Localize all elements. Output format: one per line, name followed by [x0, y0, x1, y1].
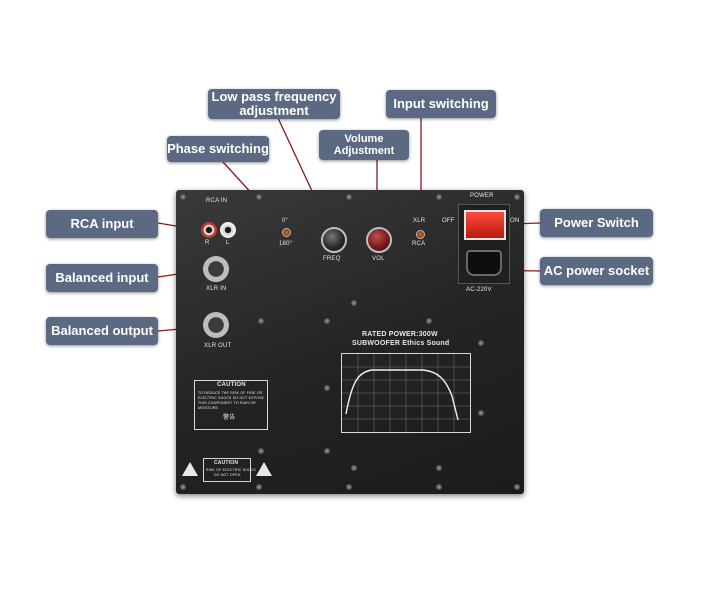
lowpass-frequency-callout: Low pass frequency adjustment [208, 89, 340, 119]
screw-icon [514, 484, 520, 490]
input-switching-callout: Input switching [386, 90, 496, 118]
rca-r-label: R [205, 240, 210, 246]
screw-icon [346, 484, 352, 490]
screw-icon [436, 484, 442, 490]
caution-label-2-box: CAUTION RISK OF ELECTRIC SHOCK DO NOT OP… [203, 458, 256, 482]
frequency-response-graph [341, 353, 471, 433]
balanced-output-callout: Balanced output [46, 317, 158, 345]
volume-adjustment-callout: Volume Adjustment [319, 130, 409, 160]
rca-in-label: RCA IN [206, 198, 228, 204]
xlr-out-label: XLR OUT [204, 343, 232, 349]
rca-input-callout: RCA input [46, 210, 158, 238]
screw-icon [436, 465, 442, 471]
phase-switching-callout: Phase switching [167, 136, 269, 162]
caution-line-4: MOISTURE [198, 406, 219, 410]
screw-icon [256, 194, 262, 200]
off-label: OFF [442, 218, 455, 224]
caution-line-2: ELECTRIC SHOCK DO NOT EXPOSE [198, 396, 265, 400]
rca-l-label: L [226, 240, 230, 246]
warning-cn-label: 警告 [223, 415, 236, 421]
input-toggle[interactable] [416, 230, 425, 239]
xlr-switch-label: XLR [413, 218, 426, 224]
xlr-input-connector[interactable] [203, 256, 229, 282]
freq-label: FREQ [323, 256, 341, 262]
screw-icon [478, 410, 484, 416]
ac-power-socket[interactable] [466, 250, 502, 276]
caution-label-box: CAUTION TO REDUCE THE RISK OF FIRE OR EL… [194, 380, 268, 430]
screw-icon [514, 194, 520, 200]
screw-icon [351, 465, 357, 471]
response-curve [345, 369, 459, 421]
caution-line-1: TO REDUCE THE RISK OF FIRE OR [198, 391, 263, 395]
screw-icon [180, 194, 186, 200]
screw-icon [436, 194, 442, 200]
response-curve-svg [342, 354, 470, 432]
volume-knob[interactable] [366, 227, 392, 253]
screw-icon [324, 385, 330, 391]
freq-knob[interactable] [321, 227, 347, 253]
ac-voltage-label: AC-220V [466, 287, 492, 293]
power-switch-callout: Power Switch [540, 209, 653, 237]
phase-toggle[interactable] [282, 228, 291, 237]
subwoofer-label: SUBWOOFER Ethics Sound [352, 340, 450, 347]
screw-icon [426, 318, 432, 324]
caution-title: CAUTION [217, 382, 246, 388]
rca-switch-label: RCA [412, 241, 426, 247]
caution2-title: CAUTION [214, 460, 239, 466]
caution2-line-1: RISK OF ELECTRIC SHOCK [206, 468, 257, 472]
power-rocker-switch[interactable] [464, 210, 506, 240]
screw-icon [324, 318, 330, 324]
xlr-output-connector[interactable] [203, 312, 229, 338]
ac-power-socket-callout: AC power socket [540, 257, 653, 285]
rated-power-label: RATED POWER:300W [362, 331, 438, 338]
warning-triangle-icon [182, 462, 198, 476]
screw-icon [324, 448, 330, 454]
xlr-in-label: XLR IN [206, 286, 227, 292]
rca-left-jack[interactable] [220, 222, 236, 238]
screw-icon [351, 300, 357, 306]
warning-triangle-icon [256, 462, 272, 476]
power-label: POWER [470, 193, 494, 199]
caution-line-3: THIS COMPONENT TO RAIN OR [198, 401, 256, 405]
caution2-line-2: DO NOT OPEN [214, 473, 241, 477]
screw-icon [258, 318, 264, 324]
screw-icon [346, 194, 352, 200]
phase-0-label: 0° [282, 218, 289, 224]
screw-icon [256, 484, 262, 490]
amplifier-panel: RCA IN R L XLR IN XLR OUT 0° 180° FREQ V… [176, 190, 524, 494]
screw-icon [180, 484, 186, 490]
screw-icon [478, 340, 484, 346]
phase-180-label: 180° [279, 241, 293, 247]
rca-right-jack[interactable] [201, 222, 217, 238]
screw-icon [258, 448, 264, 454]
vol-label: VOL [372, 256, 385, 262]
balanced-input-callout: Balanced input [46, 264, 158, 292]
on-label: ON [510, 218, 520, 224]
